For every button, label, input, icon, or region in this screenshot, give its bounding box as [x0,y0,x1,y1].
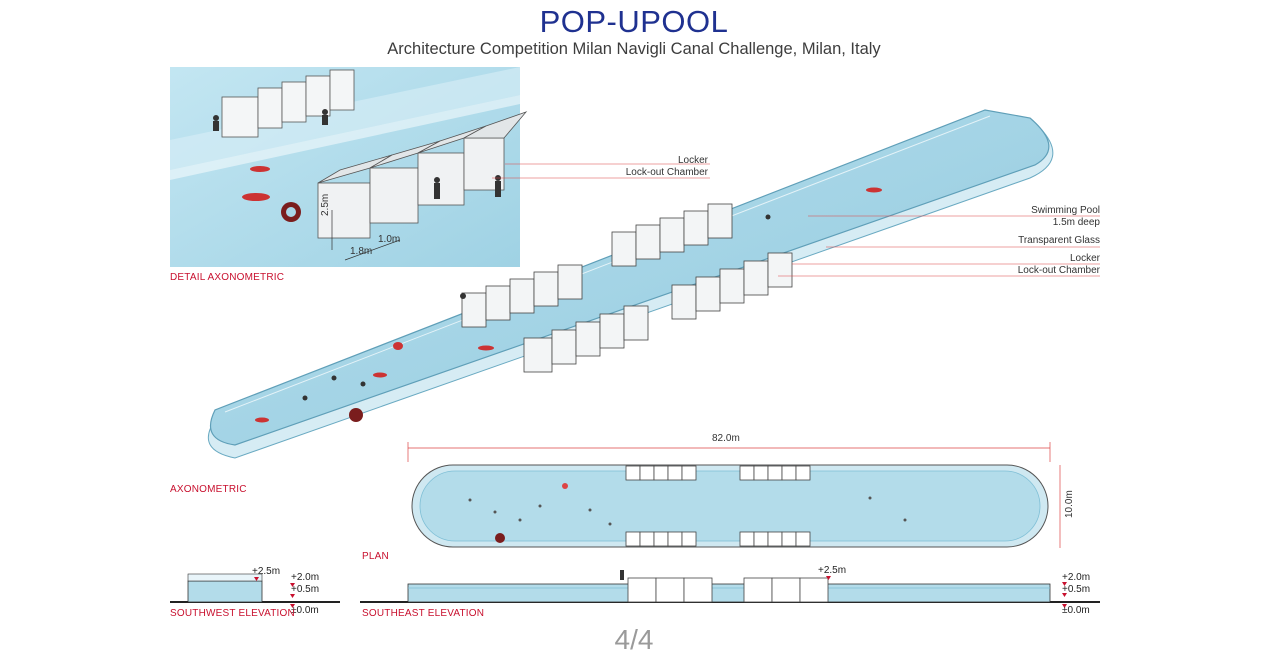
detail-axonometric-view-label: DETAIL AXONOMETRIC [170,272,285,283]
axo-locker-label: Locker [1069,253,1100,264]
plan-view-label: PLAN [362,551,389,562]
transparent-glass-label: Transparent Glass [1018,235,1100,246]
detail-lockout-chamber-label: Lock-out Chamber [625,167,708,178]
axonometric-drawing [207,109,1100,459]
detail-axonometric-drawing [170,67,528,267]
southeast-elevation-drawing [360,570,1100,608]
plan-length-dimension: 82.0m [712,433,740,444]
se-ground-level: ±0.0m [1062,605,1090,616]
se-water-level: +0.5m [1062,584,1091,595]
page-number: 4/4 [614,624,654,655]
axo-lockout-chamber-label: Lock-out Chamber [1017,265,1100,276]
detail-width-b-dimension: 1.0m [378,234,401,245]
page-subtitle: Architecture Competition Milan Navigli C… [387,40,881,58]
detail-height-dimension: 2.5m [320,193,331,216]
southeast-elevation-view-label: SOUTHEAST ELEVATION [362,608,485,619]
page-title: POP-UPOOL [539,4,729,39]
se-glass-level: +2.0m [1062,572,1091,583]
southwest-elevation-view-label: SOUTHWEST ELEVATION [170,608,295,619]
axonometric-view-label: AXONOMETRIC [170,484,247,495]
sw-glass-level: +2.0m [291,572,320,583]
swimming-pool-label: Swimming Pool [1031,205,1100,216]
pool-depth-label: 1.5m deep [1052,217,1100,228]
se-top-level: +2.5m [818,565,847,576]
detail-width-a-dimension: 1.8m [350,246,373,257]
southwest-elevation-drawing [170,573,340,608]
plan-width-dimension: 10.0m [1064,490,1075,518]
detail-locker-label: Locker [677,155,708,166]
plan-drawing [407,442,1061,548]
sw-ground-level: ±0.0m [291,605,319,616]
sw-top-level: +2.5m [252,566,281,577]
sw-water-level: +0.5m [291,584,320,595]
